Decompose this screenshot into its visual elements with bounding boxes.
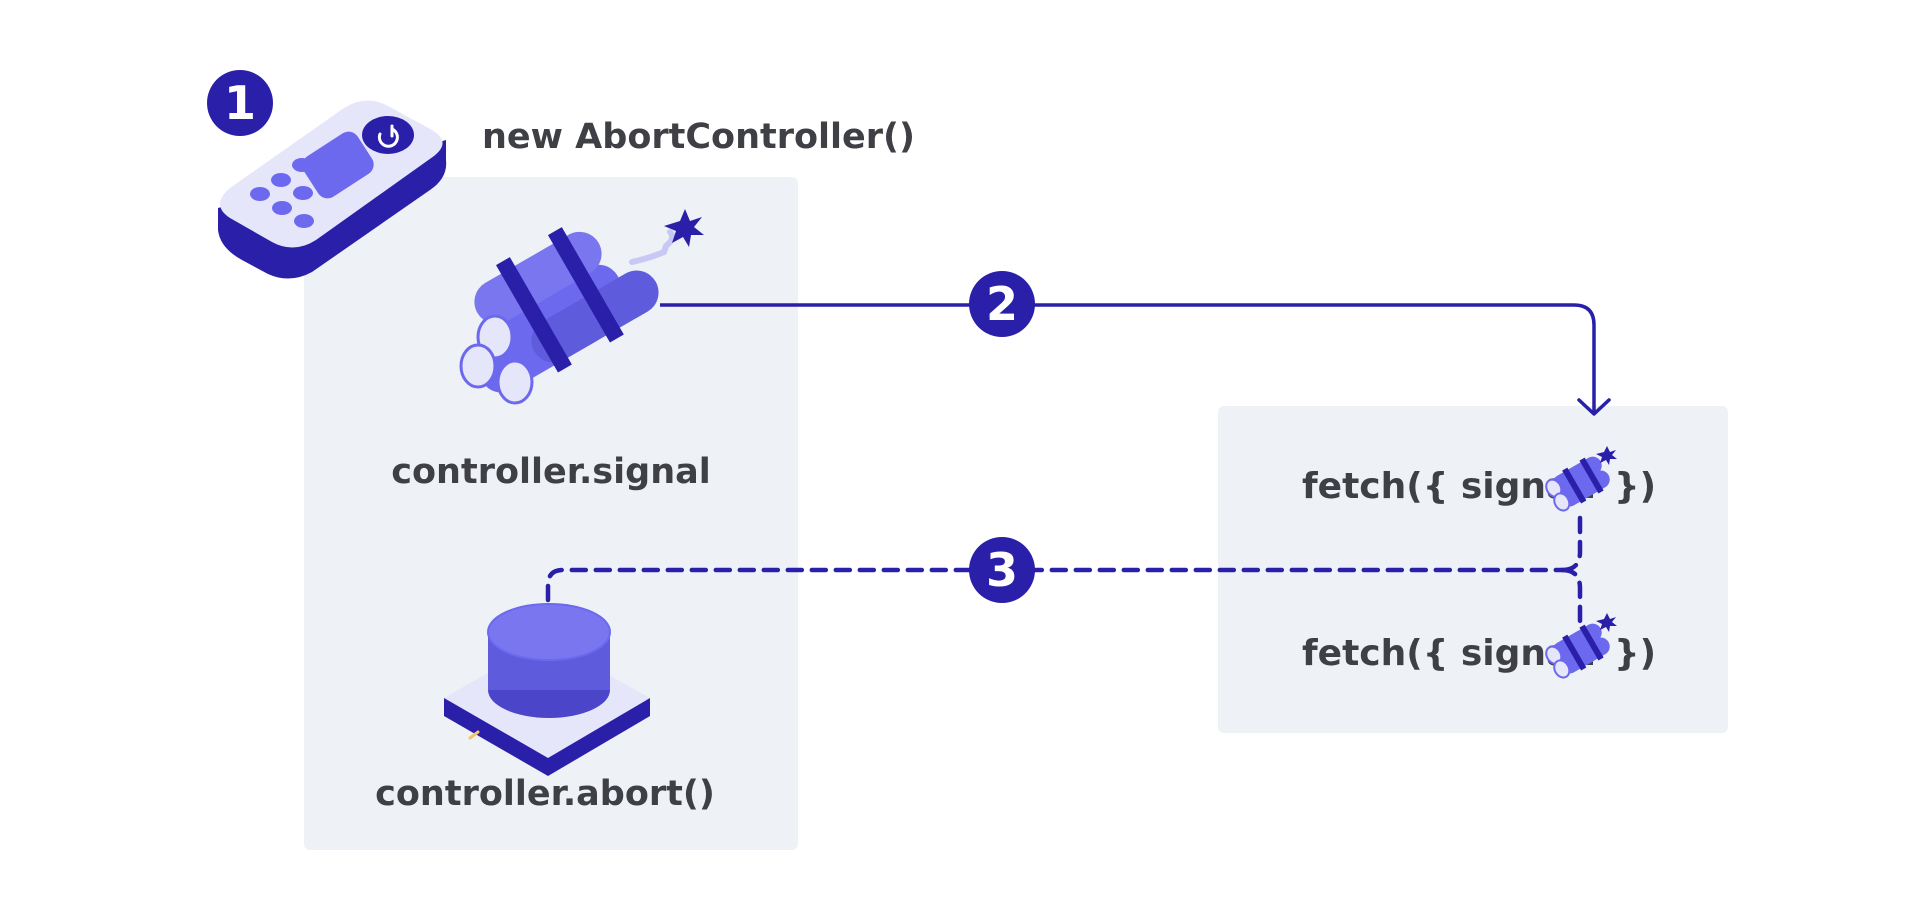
signal-connector — [660, 303, 1596, 412]
step-badge-2: 2 — [969, 271, 1035, 337]
push-button-icon — [444, 603, 650, 776]
abort-connector — [545, 515, 1583, 625]
abort-label: controller.abort() — [375, 774, 715, 814]
dynamite-icon — [459, 209, 704, 405]
step-badge-3: 3 — [969, 537, 1035, 603]
arrow-head-icon — [1577, 398, 1611, 416]
fetch-call-2-suffix: }) — [1614, 633, 1656, 674]
controller-panel — [304, 177, 798, 850]
fetch-call-1: fetch({ signal: }) — [1302, 445, 1656, 517]
step-number-2: 2 — [986, 277, 1018, 331]
constructor-label: new AbortController() — [482, 117, 915, 157]
signal-label: controller.signal — [391, 452, 710, 492]
step-badge-1: 1 — [207, 70, 273, 136]
remote-control-icon — [218, 100, 447, 279]
fetch-call-2: fetch({ signal: }) — [1302, 612, 1656, 684]
step-number-3: 3 — [986, 543, 1018, 597]
fetch-call-1-suffix: }) — [1614, 466, 1656, 507]
step-number-1: 1 — [224, 76, 256, 130]
